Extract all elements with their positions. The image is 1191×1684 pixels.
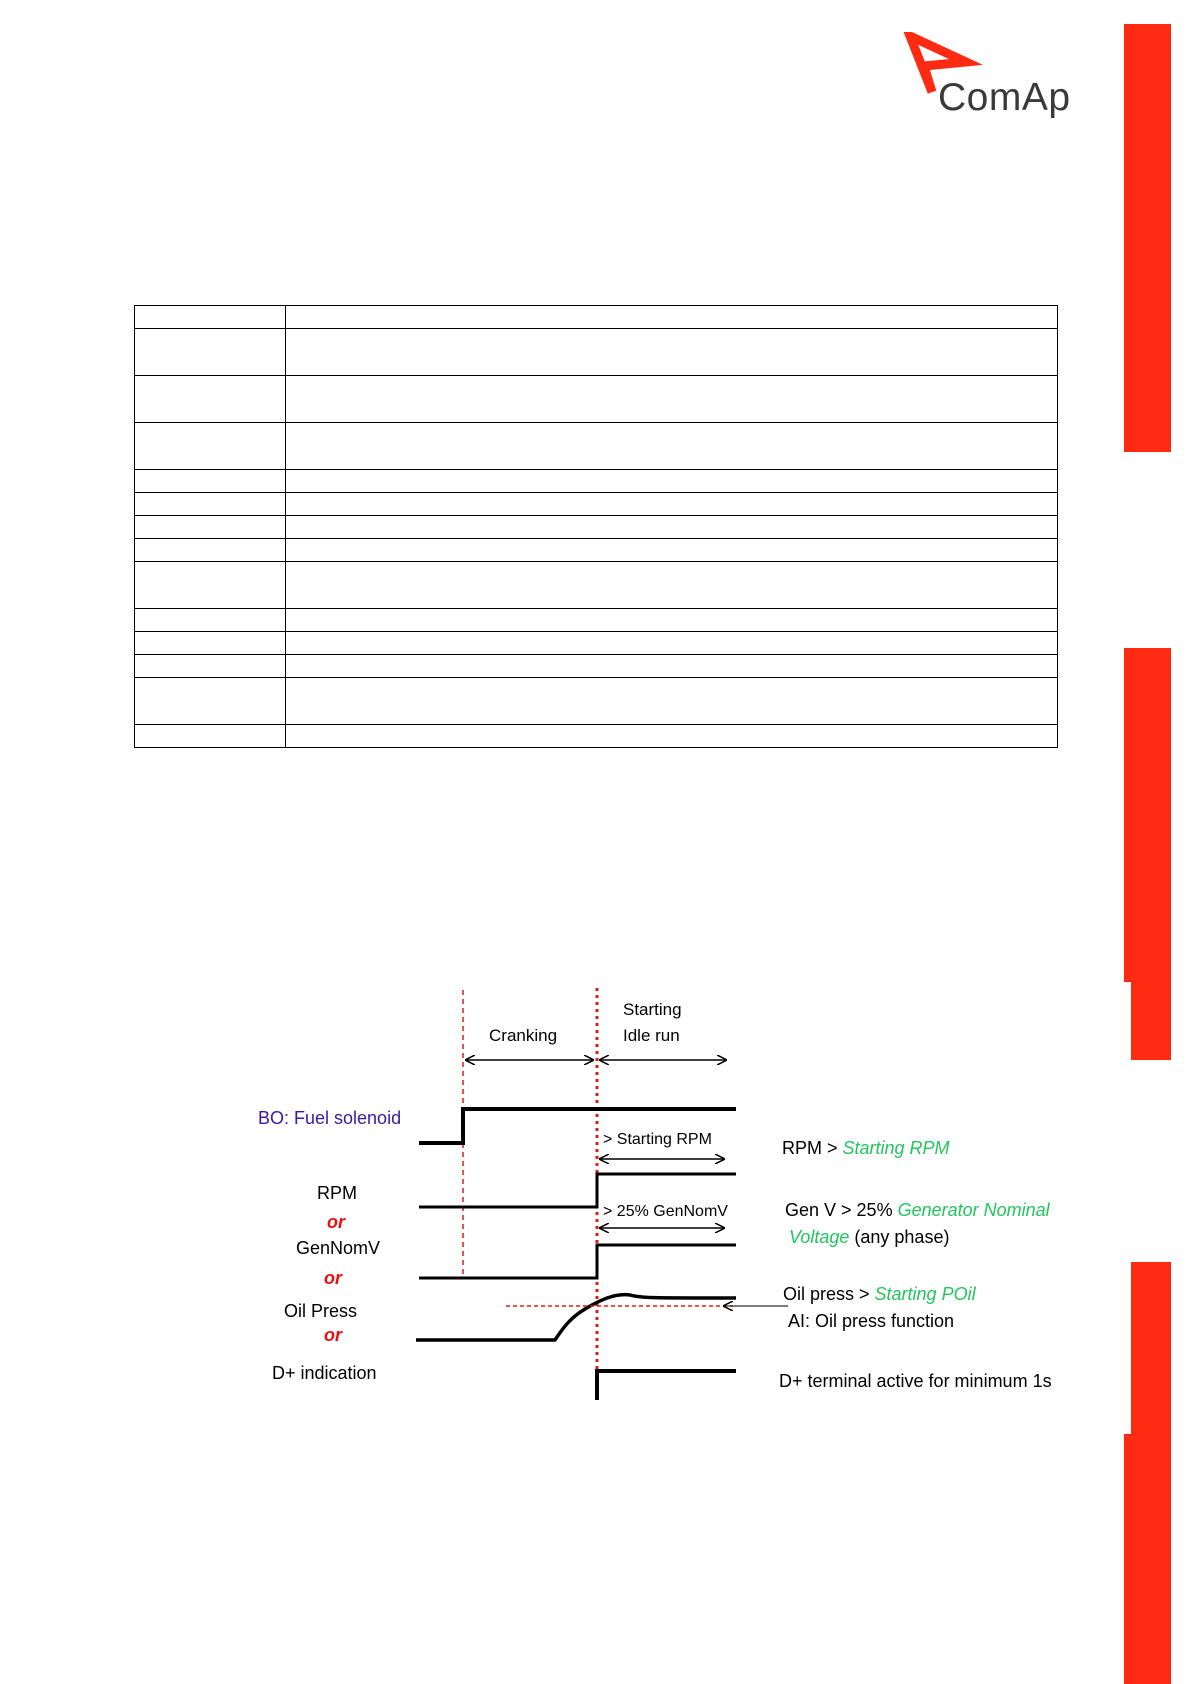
table-cell — [285, 608, 1058, 632]
table-cell — [134, 422, 286, 470]
table-cell — [285, 654, 1058, 678]
genv-description-line2: Voltage (any phase) — [789, 1227, 949, 1247]
fuel-solenoid-signal — [419, 1107, 736, 1145]
gennomv-signal — [419, 1243, 736, 1280]
dplus-description: D+ terminal active for minimum 1s — [779, 1371, 1052, 1391]
gennomv-label: GenNomV — [296, 1238, 380, 1258]
genv-desc-param2: Voltage — [789, 1227, 849, 1247]
dplus-signal — [595, 1369, 736, 1400]
phase-cranking-label: Cranking — [489, 1026, 557, 1045]
table-row — [134, 515, 1058, 539]
rpm-desc-param: Starting RPM — [843, 1138, 950, 1158]
table-cell — [285, 631, 1058, 655]
table-row — [134, 328, 1058, 376]
dplus-label: D+ indication — [272, 1363, 377, 1383]
phase-starting-label: Starting — [623, 1000, 682, 1019]
table-row — [134, 375, 1058, 423]
table-cell — [134, 305, 286, 329]
logo-text: ComAp — [938, 76, 1071, 119]
rpm-description: RPM > Starting RPM — [782, 1138, 950, 1158]
table-cell — [134, 608, 286, 632]
table-row — [134, 608, 1058, 632]
table-cell — [134, 631, 286, 655]
oil-description-line2: AI: Oil press function — [788, 1311, 954, 1331]
or-label-3: or — [324, 1325, 343, 1345]
table-cell — [285, 305, 1058, 329]
fuel-solenoid-label: BO: Fuel solenoid — [258, 1108, 401, 1128]
table-cell — [134, 561, 286, 609]
genv-description-line1: Gen V > 25% Generator Nominal — [785, 1200, 1051, 1220]
table-cell — [285, 492, 1058, 516]
table-cell — [134, 515, 286, 539]
or-label-1: or — [327, 1212, 346, 1232]
table-cell — [285, 538, 1058, 562]
table-row — [134, 422, 1058, 470]
phase-idle-label: Idle run — [623, 1026, 680, 1045]
table-cell — [134, 677, 286, 725]
table-row — [134, 492, 1058, 516]
comap-logo-icon — [903, 32, 983, 94]
rpm-label: RPM — [317, 1183, 357, 1203]
oil-desc-prefix: Oil press > — [783, 1284, 875, 1304]
start-sequence-diagram: Cranking Starting Idle run BO: Fuel sole… — [258, 988, 1052, 1400]
table-cell — [285, 328, 1058, 376]
table-cell — [285, 469, 1058, 493]
side-tab-1 — [1124, 24, 1171, 452]
table-cell — [285, 724, 1058, 748]
oil-press-label: Oil Press — [284, 1301, 357, 1321]
oil-press-signal — [416, 1292, 737, 1342]
data-table — [134, 305, 1058, 748]
table-cell — [285, 677, 1058, 725]
table-row — [134, 561, 1058, 609]
genv-desc-suffix: (any phase) — [849, 1227, 949, 1247]
or-label-2: or — [324, 1268, 343, 1288]
table-cell — [134, 724, 286, 748]
table-row — [134, 724, 1058, 748]
table-row — [134, 654, 1058, 678]
table-cell — [285, 515, 1058, 539]
table-cell — [134, 538, 286, 562]
side-tab-3 — [1131, 982, 1171, 1060]
table-row — [134, 538, 1058, 562]
table-cell — [134, 375, 286, 423]
rpm-desc-prefix: RPM > — [782, 1138, 843, 1158]
table-row — [134, 305, 1058, 329]
genv-desc-param1: Generator Nominal — [898, 1200, 1051, 1220]
rpm-signal — [419, 1172, 736, 1209]
side-tab-5 — [1124, 1434, 1171, 1684]
table-cell — [285, 561, 1058, 609]
table-cell — [134, 654, 286, 678]
side-tab-4 — [1131, 1262, 1171, 1434]
table-row — [134, 631, 1058, 655]
oil-description-line1: Oil press > Starting POil — [783, 1284, 977, 1304]
starting-rpm-arrow-label: > Starting RPM — [603, 1131, 712, 1148]
table-cell — [285, 422, 1058, 470]
table-row — [134, 677, 1058, 725]
gennomv-arrow-label: > 25% GenNomV — [603, 1203, 728, 1220]
oil-desc-param: Starting POil — [875, 1284, 977, 1304]
table-cell — [134, 492, 286, 516]
genv-desc-prefix: Gen V > 25% — [785, 1200, 898, 1220]
table-cell — [285, 375, 1058, 423]
side-tab-2 — [1124, 648, 1171, 982]
table-row — [134, 469, 1058, 493]
table-cell — [134, 328, 286, 376]
table-cell — [134, 469, 286, 493]
